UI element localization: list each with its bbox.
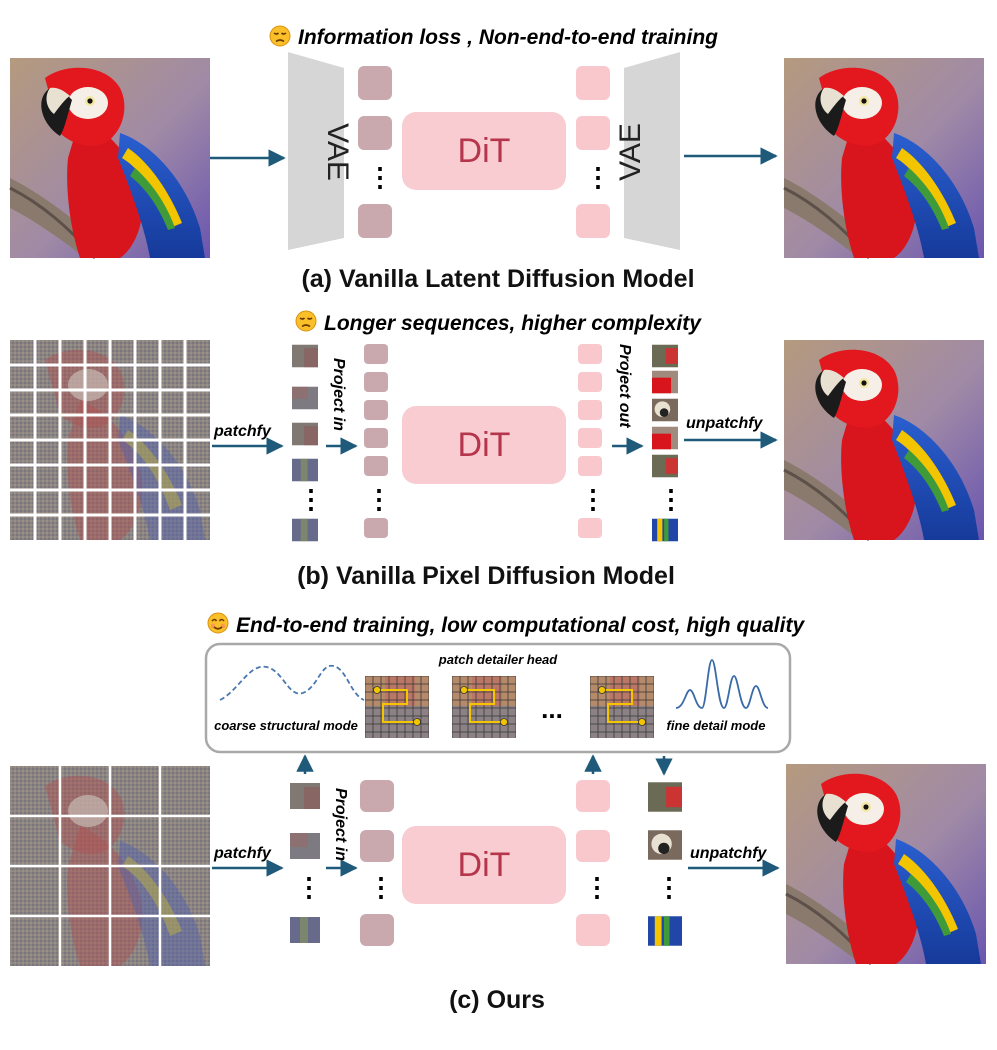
unpatchify-label: unpatchfy — [690, 845, 768, 862]
patchify-label: patchfy — [213, 423, 272, 440]
project-in-label: Project in — [332, 788, 349, 861]
output-image — [782, 338, 986, 542]
latent-tokens-in: ⋮ — [360, 780, 394, 946]
dit-block — [402, 826, 566, 904]
project-out-label: Project out — [616, 344, 633, 428]
clean-token-column: ⋮ — [648, 782, 682, 946]
svg-text:⋮: ⋮ — [658, 484, 684, 514]
panel-c-caption: (c) Ours — [449, 986, 545, 1014]
project-in-label: Project in — [330, 358, 347, 431]
output-image — [784, 762, 988, 966]
detail-thumbnail — [589, 675, 655, 739]
latent-tokens-out: ⋮ — [576, 66, 611, 238]
svg-text:⋮: ⋮ — [296, 872, 322, 902]
vae-encoder — [288, 52, 344, 250]
noisy-token-column: ⋮ — [290, 783, 322, 943]
detail-thumbnail — [451, 675, 517, 739]
vae-encoder-label: VAE — [321, 123, 354, 181]
noisy-patch-grid — [10, 340, 210, 540]
ellipsis-horizontal: ... — [541, 694, 563, 724]
svg-text:⋮: ⋮ — [584, 872, 610, 902]
pixel-tokens-in: ⋮ — [364, 344, 392, 538]
latent-tokens-in: ⋮ — [358, 66, 393, 238]
noisy-token-column: ⋮ — [292, 344, 324, 542]
dit-block — [402, 406, 566, 484]
patchify-label: patchfy — [213, 845, 272, 862]
detail-thumbnail — [364, 675, 430, 739]
svg-text:⋮: ⋮ — [298, 484, 324, 514]
smiling-face-icon — [207, 612, 229, 634]
disappointed-face-icon — [269, 25, 291, 47]
panel-b: Longer sequences, higher complexity patc… — [10, 310, 986, 590]
dit-block — [402, 112, 566, 190]
disappointed-face-icon — [295, 310, 317, 332]
ellipsis-vertical: ⋮ — [367, 162, 393, 192]
panel-a-note: Information loss , Non-end-to-end traini… — [298, 26, 718, 49]
svg-text:⋮: ⋮ — [656, 872, 682, 902]
unpatchify-label: unpatchfy — [686, 415, 764, 432]
panel-c: End-to-end training, low computational c… — [10, 612, 988, 1014]
fine-mode-curve — [675, 659, 769, 709]
latent-tokens-out: ⋮ — [576, 780, 610, 946]
panel-a-caption: (a) Vanilla Latent Diffusion Model — [301, 265, 694, 293]
svg-text:⋮: ⋮ — [580, 484, 606, 514]
pixel-tokens-out: ⋮ — [578, 344, 606, 538]
svg-text:⋮: ⋮ — [366, 484, 392, 514]
svg-text:⋮: ⋮ — [368, 872, 394, 902]
patch-detailer-title: patch detailer head — [438, 652, 559, 667]
dit-label: DiT — [458, 426, 511, 464]
output-image — [782, 56, 986, 260]
dit-label: DiT — [458, 132, 511, 170]
panel-b-caption: (b) Vanilla Pixel Diffusion Model — [297, 562, 675, 590]
coarse-mode-label: coarse structural mode — [214, 718, 358, 733]
fine-mode-label: fine detail mode — [667, 718, 766, 733]
ellipsis-vertical: ⋮ — [585, 162, 611, 192]
panel-b-note: Longer sequences, higher complexity — [324, 312, 702, 335]
input-image — [8, 56, 212, 260]
coarse-mode-curve — [219, 664, 365, 701]
vae-decoder-label: VAE — [614, 123, 647, 181]
clean-token-column: ⋮ — [652, 344, 684, 542]
panel-a: Information loss , Non-end-to-end traini… — [8, 25, 986, 293]
vae-decoder — [624, 52, 680, 250]
panel-c-note: End-to-end training, low computational c… — [236, 614, 805, 637]
noisy-patch-grid — [10, 766, 210, 966]
dit-label: DiT — [458, 846, 511, 884]
